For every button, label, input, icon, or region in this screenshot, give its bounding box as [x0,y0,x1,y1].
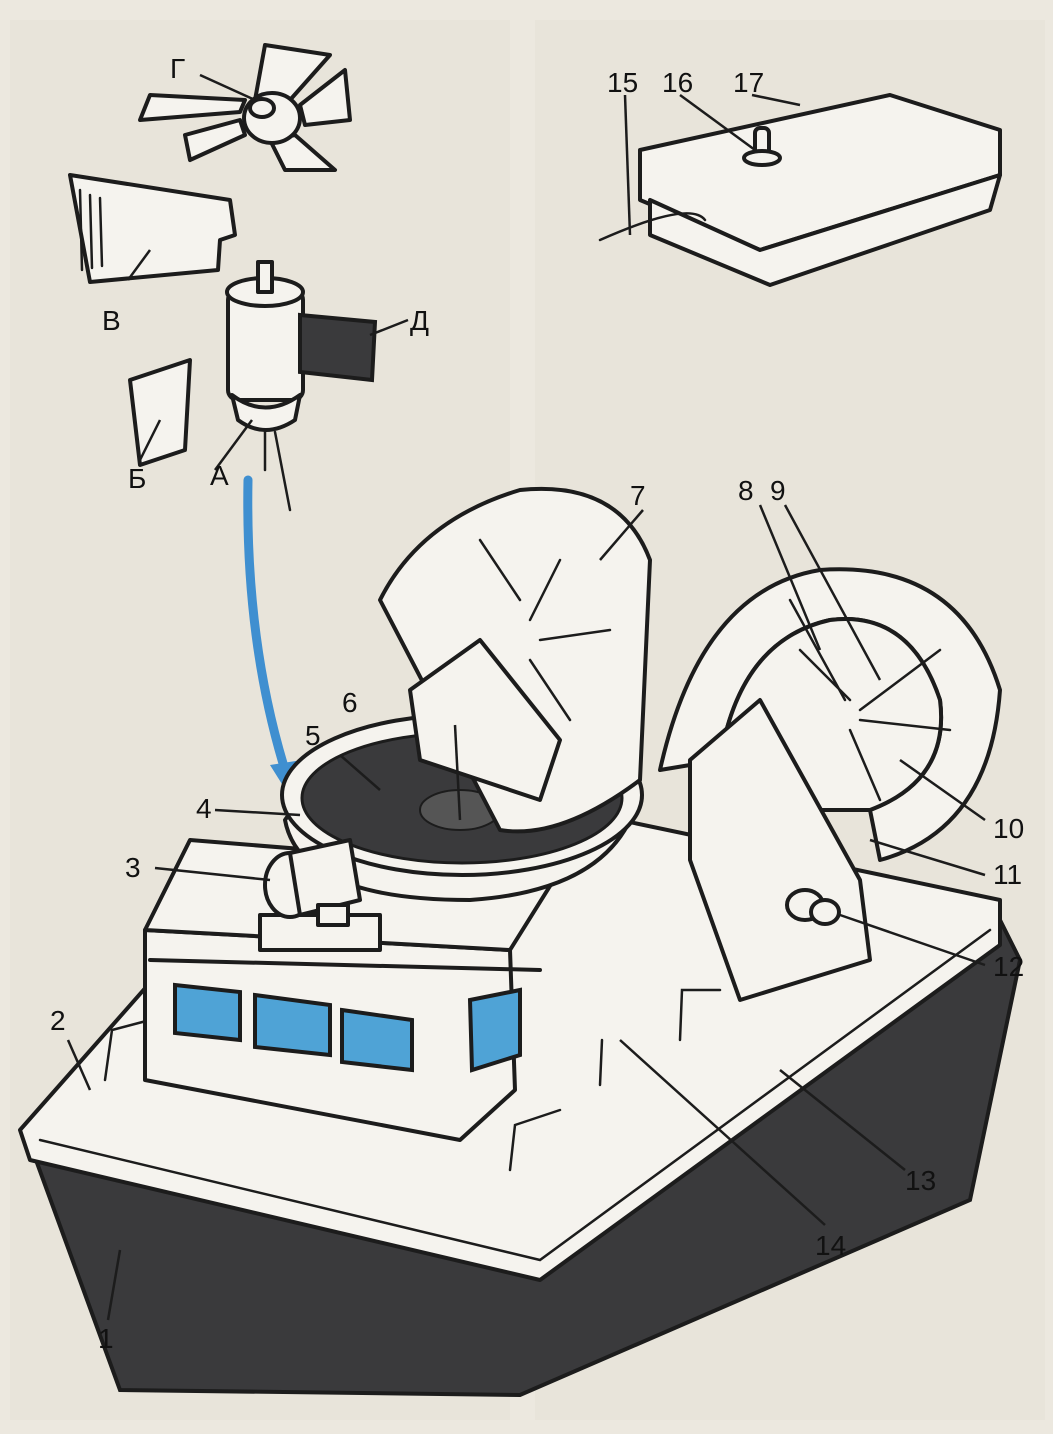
label-d: Д [410,305,429,336]
label-b: Б [128,463,146,494]
label-11: 11 [993,859,1022,890]
window-2 [253,992,332,1058]
leader-lines [66,73,986,1321]
side-bracket [785,888,841,926]
duct-segment-part [68,173,237,284]
label-g: Г [170,53,185,84]
label-4: 4 [196,793,212,824]
battery-box [598,93,1002,287]
label-a: А [210,460,229,491]
label-6: 6 [342,687,358,718]
label-14: 14 [815,1230,846,1261]
label-8: 8 [738,475,754,506]
label-12: 12 [993,951,1024,982]
label-16: 16 [662,67,693,98]
label-13: 13 [905,1165,936,1196]
label-7: 7 [630,480,646,511]
label-v: В [102,305,121,336]
searchlight [258,838,382,952]
adhesive-tape-part [298,312,378,383]
window-1 [173,982,242,1043]
label-10: 10 [993,813,1024,844]
plate-part [128,358,192,467]
label-17: 17 [733,67,764,98]
label-1: 1 [98,1323,114,1354]
propulsion-duct-left [378,486,652,834]
window-3 [340,1007,414,1073]
label-9: 9 [770,475,786,506]
label-2: 2 [50,1005,66,1036]
electric-motor-part [225,260,305,512]
labels: 1 2 3 4 5 6 7 8 9 10 11 12 13 14 15 16 1… [50,53,1024,1354]
label-5: 5 [305,720,321,751]
label-15: 15 [607,67,638,98]
cabin-windows [173,982,522,1073]
label-3: 3 [125,852,141,883]
propeller-part [138,43,352,172]
window-4 [467,987,522,1073]
railings [103,988,722,1172]
